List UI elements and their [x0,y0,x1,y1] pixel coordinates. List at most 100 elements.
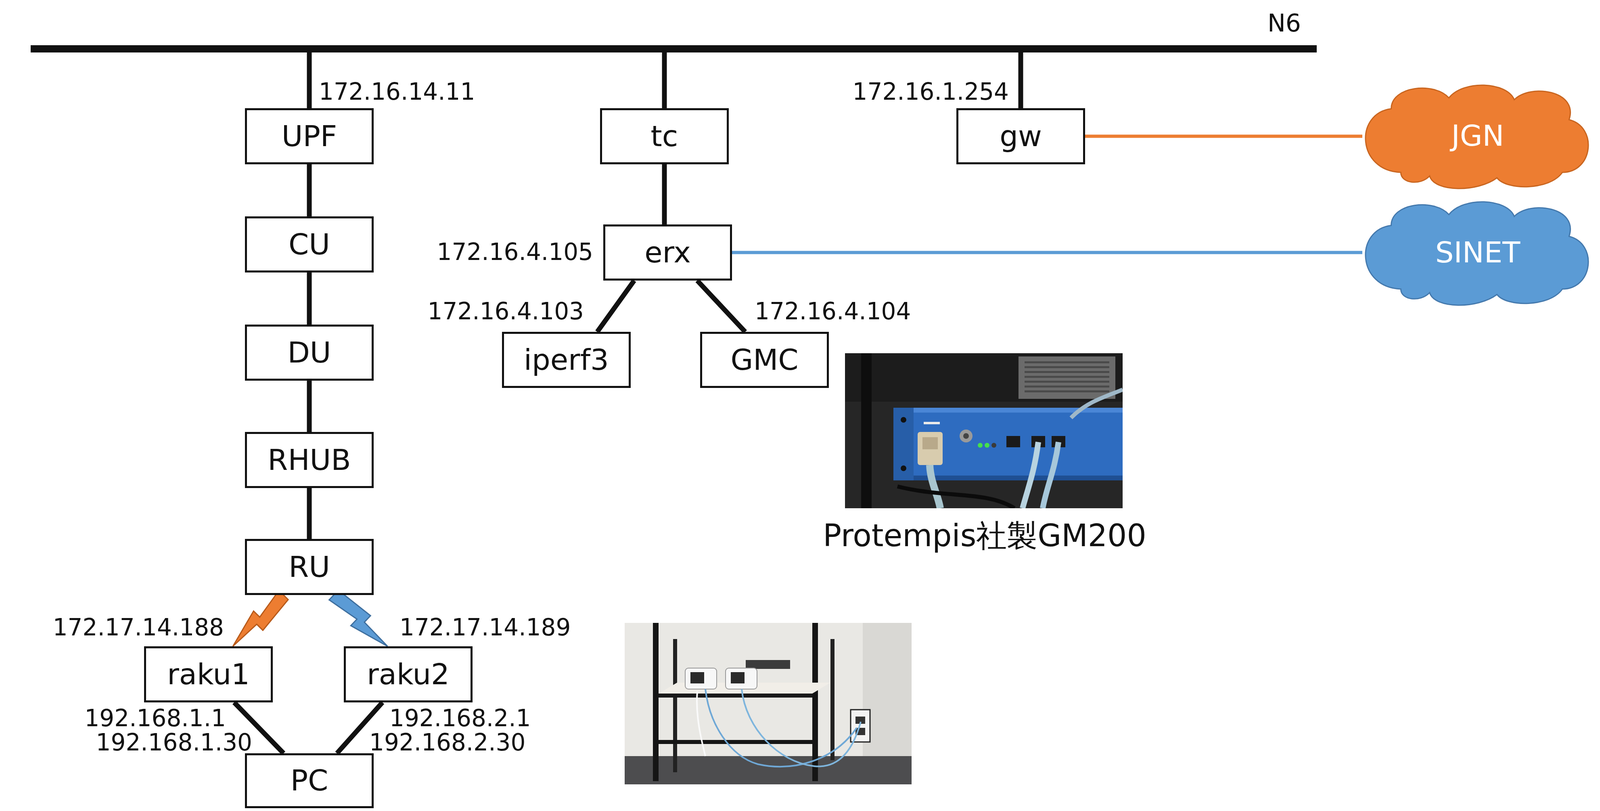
node-label: DU [287,336,331,369]
node-label: JGN [1451,119,1505,152]
device-box: CU [244,216,374,273]
illustration-detail [1024,390,1110,393]
network-cloud: JGN [1362,81,1594,191]
node-label: CU [288,228,331,261]
illustration-detail [861,353,872,509]
network-link [307,487,312,539]
node-label: gw [999,120,1042,153]
device-box: erx [603,224,733,281]
illustration-detail [844,353,1123,509]
illustration-detail [984,442,990,448]
illustration-detail [690,671,705,684]
device-box: iperf3 [501,331,631,388]
illustration-detail [1024,361,1110,364]
illustration-detail [1018,356,1116,399]
device-box: DU [244,324,374,381]
network-link [662,52,668,109]
node-label: RHUB [267,443,351,476]
ip-address: 172.16.4.103 [427,298,584,325]
illustration-detail [1024,385,1110,388]
node-label: raku1 [167,658,250,691]
node-label: tc [650,120,679,153]
illustration-detail [959,429,973,443]
device-box: GMC [700,331,829,388]
device-box: PC [244,752,374,808]
illustration-detail [922,437,938,450]
illustration-detail [624,755,912,785]
illustration-detail [730,671,745,684]
device-box: RHUB [244,431,374,488]
illustration-detail [1006,435,1021,448]
illustration-detail [1042,441,1059,509]
network-link [697,280,746,332]
network-link [1085,134,1363,139]
network-link [597,280,635,332]
illustration-detail [893,407,914,481]
network-cloud: SINET [1362,198,1594,308]
illustration-detail [917,431,943,465]
node-label: SINET [1435,236,1521,269]
illustration-detail [900,465,907,471]
illustration-detail [658,693,813,698]
photo-caption: Protempis社製GM200 [822,518,1147,553]
network-bus: N6 [30,8,1317,53]
ip-address: 192.168.1.1 [84,705,226,732]
illustration-detail [741,688,861,767]
room-photo [624,622,912,785]
ip-address: 172.16.4.105 [437,239,594,266]
node-label: GMC [730,343,799,376]
ip-address: 172.16.1.254 [852,79,1009,105]
device-photo [844,353,1123,509]
device-box: UPF [244,108,374,165]
node-label: erx [644,236,691,269]
illustration-detail [923,421,940,425]
cloud-outline [1365,201,1589,306]
illustration-detail [900,416,907,423]
wireless-link [232,590,289,647]
illustration-detail [1024,380,1110,383]
node-label: PC [290,764,329,797]
node-label: RU [288,550,331,583]
illustration-detail [1022,441,1039,509]
illustration-detail [897,486,1015,509]
ip-address: 192.168.1.30 [96,729,253,756]
illustration-detail [1024,375,1110,378]
illustration-detail [1024,366,1110,369]
node-label: N6 [1267,9,1301,37]
illustration-detail [830,638,835,760]
node-label: UPF [281,120,338,153]
node-label: raku2 [366,658,450,691]
illustration-detail [652,622,659,781]
network-link [307,380,312,432]
ip-address: 192.168.2.1 [389,705,532,732]
bus-line [30,45,1317,53]
illustration-detail [673,638,678,772]
illustration-detail [725,667,758,689]
network-link [307,272,312,325]
illustration-detail [705,688,857,767]
device-box: raku1 [144,646,273,703]
illustration-detail [658,739,813,744]
illustration-detail [812,622,818,781]
illustration-detail [685,667,717,689]
illustration-detail [1024,370,1110,373]
ip-address: 172.17.14.189 [399,614,571,641]
illustration-detail [893,407,1123,413]
device-box: RU [244,538,374,595]
network-link [662,164,668,225]
illustration-detail [929,464,941,509]
illustration-detail [745,659,791,669]
device-box: tc [600,108,729,165]
network-link [307,164,312,217]
cloud-outline [1365,85,1589,189]
network-link [1018,52,1024,109]
ip-address: 172.16.14.11 [318,79,475,105]
ip-address: 172.17.14.188 [52,614,224,641]
network-link [307,52,312,109]
illustration-detail [624,622,912,785]
illustration-detail [844,353,1123,402]
illustration-detail [963,432,969,439]
ip-address: 192.168.2.30 [369,729,526,756]
wireless-link [329,589,388,647]
illustration-detail [991,442,997,448]
